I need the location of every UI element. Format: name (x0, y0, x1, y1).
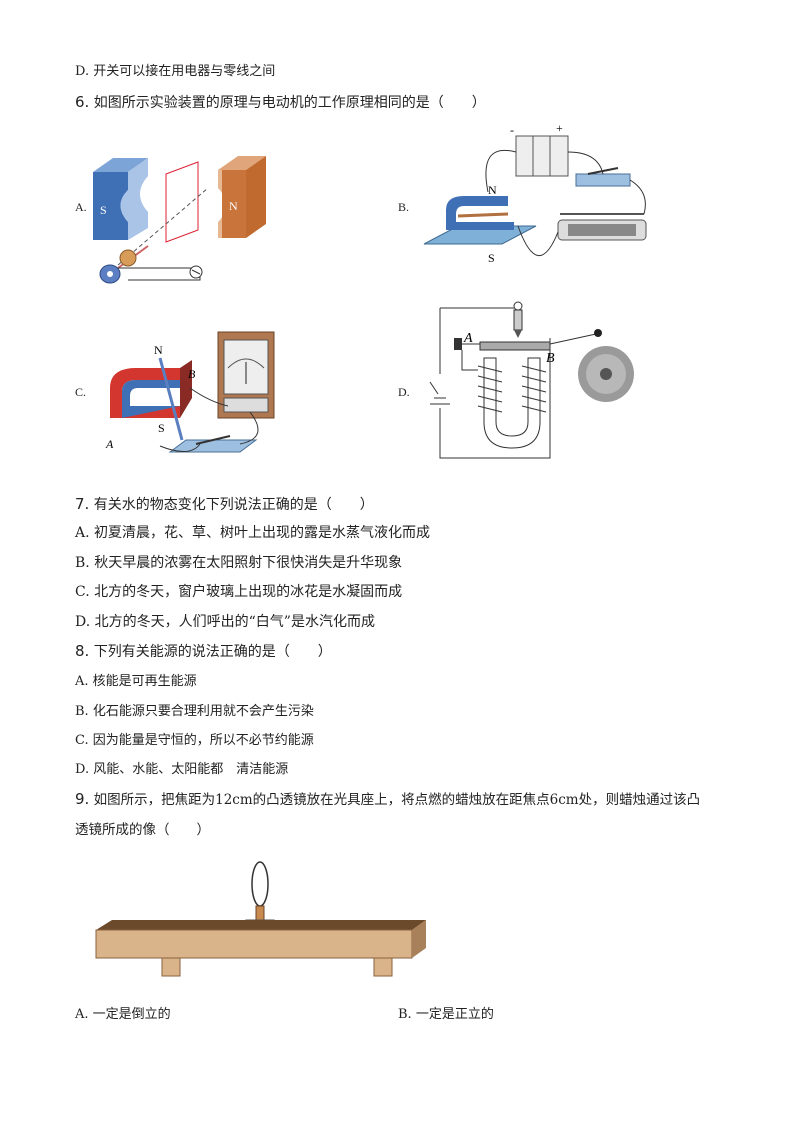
figure-a-north-label: N (229, 199, 238, 213)
figure-a-magnet-coil: S N (93, 156, 266, 284)
q7-text: 有关水的物态变化下列说法正确的是（ ） (93, 497, 374, 513)
figure-c-north-label: N (154, 343, 163, 357)
figure-b-circuit-magnet: - + N S (423, 122, 647, 265)
q9-stem: 9. 如图所示，把焦距为12cm的凸透镜放在光具座上，将点燃的蜡烛放在距焦点6c… (75, 789, 700, 810)
figure-a-south-label: S (100, 203, 107, 217)
figure-c-magnet-galvanometer: A B N S (105, 331, 275, 453)
q8-number: 8. (75, 642, 90, 660)
q9-text-line1: 如图所示，把焦距为12cm的凸透镜放在光具座上，将点燃的蜡烛放在距焦点6cm处，… (93, 792, 701, 808)
q8-option-a: A. 核能是可再生能源 (75, 674, 197, 689)
figure-q9-optical-bench (95, 861, 426, 977)
q9-option-b: B. 一定是正立的 (398, 1007, 494, 1022)
q6-number: 6. (75, 93, 90, 111)
figure-b-plus-label: + (556, 122, 563, 135)
q7-option-c: C. 北方的冬天，窗户玻璃上出现的冰花是水凝固而成 (75, 584, 403, 600)
q9-number: 9. (75, 790, 90, 808)
q8-stem: 8. 下列有关能源的说法正确的是（ ） (75, 641, 332, 662)
figure-b-south-label: S (488, 251, 495, 265)
q9-text-line2: 透镜所成的像（ ） (75, 822, 210, 838)
q6-text: 如图所示实验装置的原理与电动机的工作原理相同的是（ ） (93, 95, 486, 111)
q9-option-a: A. 一定是倒立的 (75, 1007, 171, 1022)
figure-c-b-label: B (188, 367, 196, 381)
q7-stem: 7. 有关水的物态变化下列说法正确的是（ ） (75, 494, 374, 515)
q8-option-d: D. 风能、水能、太阳能都 清洁能源 (75, 762, 289, 777)
q8-text: 下列有关能源的说法正确的是（ ） (93, 644, 332, 660)
figure-c-south-label: S (158, 421, 165, 435)
figure-d-a-label: A (463, 331, 473, 346)
q6-option-c-label: C. (75, 385, 87, 399)
q8-option-c: C. 因为能量是守恒的，所以不必节约能源 (75, 733, 314, 748)
q7-number: 7. (75, 495, 90, 513)
figure-d-b-label: B (546, 351, 555, 366)
figure-d-electric-bell: A B (429, 301, 634, 459)
q7-option-b: B. 秋天早晨的浓雾在太阳照射下很快消失是升华现象 (75, 555, 403, 571)
q6-option-b-label: B. (398, 200, 410, 214)
figure-b-north-label: N (488, 183, 497, 197)
q8-option-b: B. 化石能源只要合理利用就不会产生污染 (75, 704, 314, 719)
q6-stem: 6. 如图所示实验装置的原理与电动机的工作原理相同的是（ ） (75, 92, 486, 113)
q7-option-a: A. 初夏清晨，花、草、树叶上出现的露是水蒸气液化而成 (75, 525, 431, 541)
q6-option-a-label: A. (75, 200, 87, 214)
q7-option-d: D. 北方的冬天，人们呼出的“白气”是水汽化而成 (75, 614, 375, 630)
figure-b-minus-label: - (510, 123, 514, 137)
q5-option-d: D. 开关可以接在用电器与零线之间 (75, 64, 276, 79)
q6-option-d-label: D. (398, 385, 410, 399)
figure-c-a-label: A (105, 437, 114, 451)
